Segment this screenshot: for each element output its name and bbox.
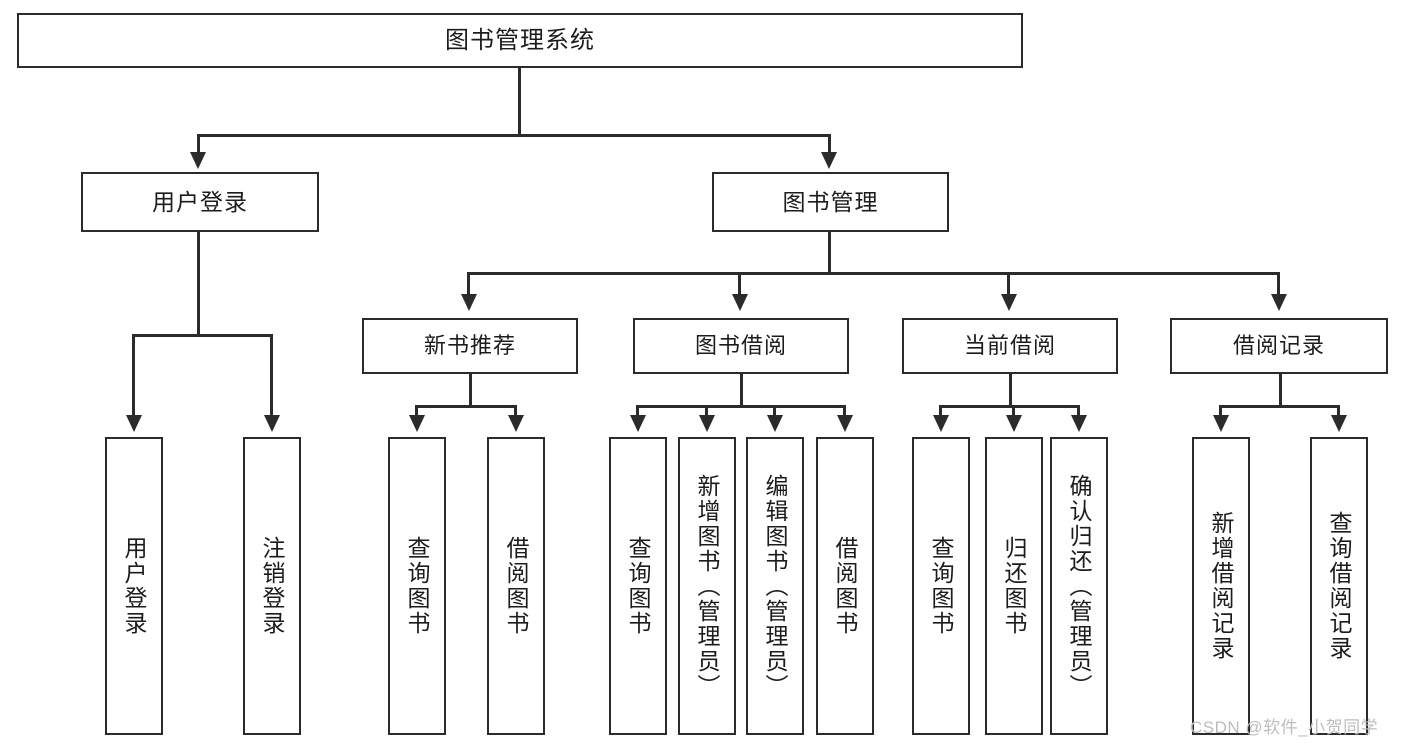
- connector-tier2-bus: [467, 272, 1280, 275]
- node-confirm-return-admin-label: 确认归还（管理员）: [1066, 473, 1093, 699]
- node-add-borrow-record-label: 新增借阅记录: [1208, 511, 1235, 661]
- connector-drop-query-borrow-record: [1337, 405, 1340, 419]
- connector-drop-add-book-admin: [705, 405, 708, 419]
- node-current-borrow-label: 当前借阅: [963, 333, 1056, 359]
- node-new-book-recommend[interactable]: 新书推荐: [362, 318, 578, 374]
- connector-drop-confirm-return-admin: [1077, 405, 1080, 419]
- node-edit-book-admin[interactable]: 编辑图书（管理员）: [746, 437, 804, 735]
- arrowhead-logout-action: [264, 415, 280, 432]
- node-root[interactable]: 图书管理系统: [17, 13, 1023, 68]
- arrowhead-query-book-recommend: [409, 415, 425, 432]
- arrowhead-borrow-book-recommend: [508, 415, 524, 432]
- connector-new-book-recommend-bus: [415, 405, 516, 408]
- node-query-borrow-record-label: 查询借阅记录: [1326, 511, 1353, 661]
- arrowhead-confirm-return-admin: [1071, 415, 1087, 432]
- node-confirm-return-admin[interactable]: 确认归还（管理员）: [1050, 437, 1108, 735]
- node-borrow-record-label: 借阅记录: [1232, 333, 1325, 359]
- node-logout-action-label: 注销登录: [259, 536, 286, 636]
- connector-drop-borrow-record: [1277, 272, 1280, 296]
- node-root-label: 图书管理系统: [445, 26, 595, 54]
- connector-borrow-record-bus: [1219, 405, 1338, 408]
- connector-root-stem: [518, 68, 521, 135]
- connector-drop-book-borrow: [738, 272, 741, 296]
- connector-drop-query-book-current: [939, 405, 942, 419]
- node-query-book-borrow[interactable]: 查询图书: [609, 437, 667, 735]
- node-borrow-book-label: 借阅图书: [832, 536, 859, 636]
- arrowhead-query-book-borrow: [630, 415, 646, 432]
- node-query-borrow-record[interactable]: 查询借阅记录: [1310, 437, 1368, 735]
- connector-drop-borrow-book: [843, 405, 846, 419]
- connector-drop-query-book-borrow: [636, 405, 639, 419]
- node-user-login-action-label: 用户登录: [121, 536, 148, 636]
- connector-borrow-record-stem: [1279, 374, 1282, 407]
- connector-drop-query-book-recommend: [415, 405, 418, 419]
- connector-drop-user-login: [197, 134, 200, 155]
- arrowhead-borrow-record: [1271, 294, 1287, 311]
- node-query-book-current[interactable]: 查询图书: [912, 437, 970, 735]
- node-add-borrow-record[interactable]: 新增借阅记录: [1192, 437, 1250, 735]
- connector-book-borrow-bus: [636, 405, 845, 408]
- connector-book-borrow-stem: [740, 374, 743, 407]
- arrowhead-borrow-book: [837, 415, 853, 432]
- arrowhead-book-borrow: [732, 294, 748, 311]
- arrowhead-return-book: [1006, 415, 1022, 432]
- node-user-login-label: 用户登录: [152, 188, 248, 215]
- connector-current-borrow-bus: [939, 405, 1079, 408]
- node-borrow-book-recommend[interactable]: 借阅图书: [487, 437, 545, 735]
- arrowhead-book-manage: [821, 152, 837, 169]
- arrowhead-add-borrow-record: [1213, 415, 1229, 432]
- node-book-borrow-label: 图书借阅: [694, 333, 787, 359]
- node-borrow-book[interactable]: 借阅图书: [816, 437, 874, 735]
- node-book-manage[interactable]: 图书管理: [712, 172, 949, 232]
- node-new-book-recommend-label: 新书推荐: [423, 333, 516, 359]
- connector-drop-user-login-action: [132, 334, 135, 418]
- node-return-book[interactable]: 归还图书: [985, 437, 1043, 735]
- connector-drop-add-borrow-record: [1219, 405, 1222, 419]
- connector-drop-book-manage: [828, 134, 831, 155]
- arrowhead-query-book-current: [933, 415, 949, 432]
- arrowhead-query-borrow-record: [1331, 415, 1347, 432]
- node-book-manage-label: 图书管理: [782, 188, 879, 215]
- arrowhead-add-book-admin: [699, 415, 715, 432]
- connector-new-book-recommend-stem: [469, 374, 472, 407]
- connector-book-manage-stem: [828, 232, 831, 274]
- connector-tier1-bus: [197, 134, 831, 137]
- connector-drop-logout-action: [270, 334, 273, 418]
- connector-current-borrow-stem: [1009, 374, 1012, 407]
- arrowhead-new-book-recommend: [461, 294, 477, 311]
- node-user-login[interactable]: 用户登录: [81, 172, 319, 232]
- connector-drop-new-book-recommend: [467, 272, 470, 296]
- connector-drop-return-book: [1012, 405, 1015, 419]
- node-query-book-current-label: 查询图书: [928, 536, 955, 636]
- connector-drop-edit-book-admin: [773, 405, 776, 419]
- node-user-login-action[interactable]: 用户登录: [105, 437, 163, 735]
- node-query-book-recommend[interactable]: 查询图书: [388, 437, 446, 735]
- node-borrow-book-recommend-label: 借阅图书: [503, 536, 530, 636]
- node-return-book-label: 归还图书: [1001, 536, 1028, 636]
- node-edit-book-admin-label: 编辑图书（管理员）: [762, 473, 789, 699]
- node-add-book-admin[interactable]: 新增图书（管理员）: [678, 437, 736, 735]
- connector-drop-borrow-book-recommend: [514, 405, 517, 419]
- node-query-book-recommend-label: 查询图书: [404, 536, 431, 636]
- arrowhead-user-login-action: [126, 415, 142, 432]
- node-query-book-borrow-label: 查询图书: [625, 536, 652, 636]
- node-logout-action[interactable]: 注销登录: [243, 437, 301, 735]
- arrowhead-current-borrow: [1001, 294, 1017, 311]
- node-current-borrow[interactable]: 当前借阅: [902, 318, 1118, 374]
- arrowhead-edit-book-admin: [767, 415, 783, 432]
- connector-drop-current-borrow: [1007, 272, 1010, 296]
- connector-user-login-stem: [197, 232, 200, 336]
- node-book-borrow[interactable]: 图书借阅: [633, 318, 849, 374]
- node-borrow-record[interactable]: 借阅记录: [1170, 318, 1388, 374]
- arrowhead-user-login: [190, 152, 206, 169]
- node-add-book-admin-label: 新增图书（管理员）: [694, 473, 721, 699]
- connector-user-login-bus: [132, 334, 273, 337]
